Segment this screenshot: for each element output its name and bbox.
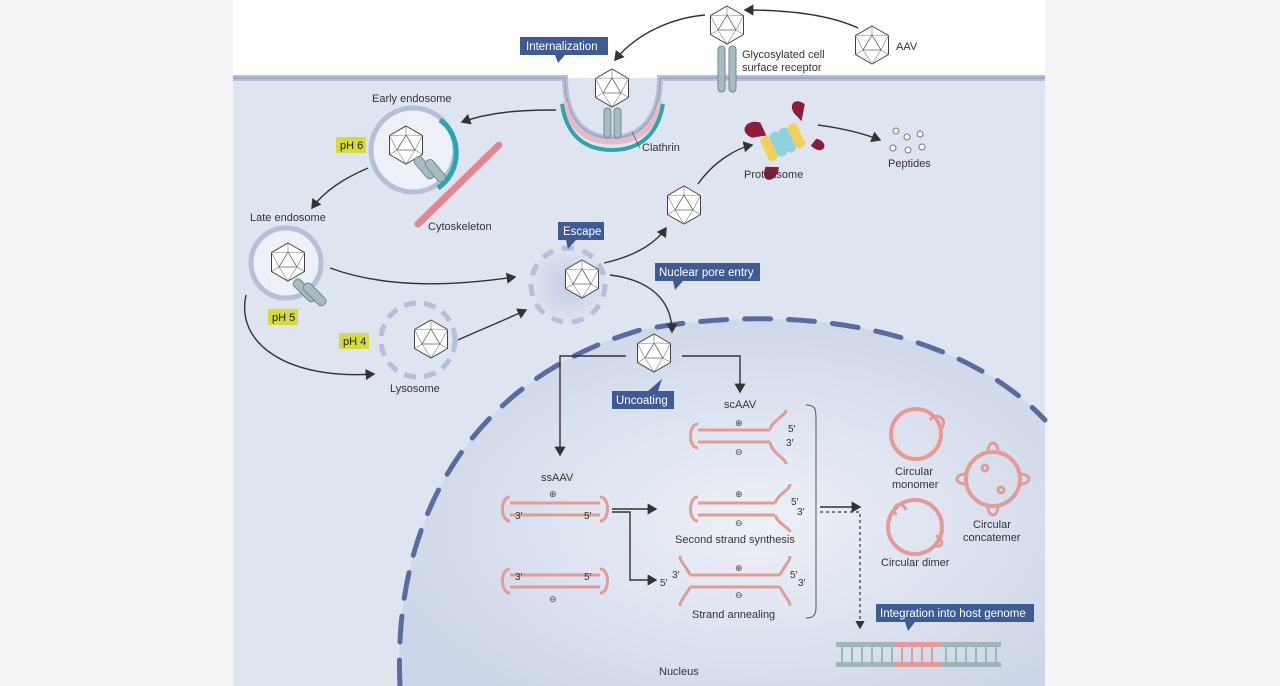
bracket xyxy=(805,404,817,619)
svg-text:5′: 5′ xyxy=(660,578,668,589)
ph6-tag-text: pH 6 xyxy=(340,140,363,152)
peptides-icon xyxy=(889,127,926,154)
second-strand-dna xyxy=(689,483,792,533)
clathrin-coat xyxy=(560,103,665,153)
uncoating-tag-text: Uncoating xyxy=(616,395,668,407)
host-genome-dna xyxy=(836,642,1001,667)
clathrin-label: Clathrin xyxy=(642,142,680,154)
ph4-tag xyxy=(339,333,369,349)
svg-text:3′: 3′ xyxy=(515,572,523,583)
circular-concatemer-label-line1: Circular xyxy=(973,519,1011,531)
svg-text:⊖: ⊖ xyxy=(549,595,557,605)
strand-annealing-label: Strand annealing xyxy=(692,609,775,621)
svg-text:5′: 5′ xyxy=(788,424,796,435)
svg-text:⊕: ⊕ xyxy=(549,490,557,500)
receptor-icon xyxy=(717,45,726,93)
proteasome-label: Proteasome xyxy=(744,169,803,181)
ph5-tag xyxy=(268,309,298,325)
second-strand-label: Second strand synthesis xyxy=(675,534,795,546)
escape-tag-text: Escape xyxy=(563,226,601,238)
ph6-tag xyxy=(336,137,366,153)
strand-annealing-dna xyxy=(678,555,792,607)
cytoskeleton-label: Cytoskeleton xyxy=(428,221,492,233)
svg-text:⊖: ⊖ xyxy=(735,591,743,601)
svg-text:5′: 5′ xyxy=(791,497,799,508)
svg-text:5′: 5′ xyxy=(584,511,592,522)
circular-dimer xyxy=(886,498,944,556)
circular-monomer-label-line2: monomer xyxy=(892,479,939,491)
circular-dimer-label: Circular dimer xyxy=(881,557,950,569)
early-endosome-label: Early endosome xyxy=(372,93,452,105)
internalization-tag-text: Internalization xyxy=(526,41,598,53)
peptides-label: Peptides xyxy=(888,158,931,170)
ssaav-label: ssAAV xyxy=(541,472,574,484)
uncoating-tag xyxy=(612,391,674,409)
svg-text:3′: 3′ xyxy=(797,507,805,518)
svg-text:5′: 5′ xyxy=(584,572,592,583)
svg-text:3′: 3′ xyxy=(798,578,806,589)
receptor-label-line2: surface receptor xyxy=(742,62,822,74)
svg-text:⊕: ⊕ xyxy=(735,490,743,500)
circular-monomer xyxy=(889,407,943,461)
circular-concatemer-label-line2: concatemer xyxy=(963,532,1021,544)
receptor-label-line1: Glycosylated cell xyxy=(742,49,825,61)
ssaav-minus-strand xyxy=(501,567,609,595)
svg-text:⊕: ⊕ xyxy=(735,419,743,429)
circular-concatemer xyxy=(964,450,1022,508)
cytoskeleton-filament xyxy=(414,140,504,228)
ssaav-plus-strand xyxy=(501,495,609,523)
late-endosome-label: Late endosome xyxy=(250,212,326,224)
nuclear-pore-tag xyxy=(655,263,760,281)
lysosome xyxy=(378,300,458,380)
scaav-hairpin xyxy=(689,409,788,465)
nuclear-pore-tag-text: Nuclear pore entry xyxy=(659,267,754,279)
integration-tag xyxy=(876,604,1034,622)
lysosome-label: Lysosome xyxy=(390,383,440,395)
ph5-tag-text: pH 5 xyxy=(272,312,295,324)
proteasome-icon xyxy=(744,101,825,180)
scaav-label: scAAV xyxy=(724,399,757,411)
ph4-tag-text: pH 4 xyxy=(343,336,366,348)
aav-label: AAV xyxy=(896,41,918,53)
circular-monomer-label-line1: Circular xyxy=(895,466,933,478)
svg-text:3′: 3′ xyxy=(672,570,680,581)
svg-text:⊕: ⊕ xyxy=(735,564,743,574)
svg-text:3′: 3′ xyxy=(515,511,523,522)
internalization-tag xyxy=(520,37,608,55)
svg-text:⊖: ⊖ xyxy=(735,519,743,529)
nuclear-envelope xyxy=(396,316,1048,686)
nucleus-label: Nucleus xyxy=(659,666,699,678)
svg-text:⊖: ⊖ xyxy=(735,448,743,458)
integration-tag-text: Integration into host genome xyxy=(880,608,1026,620)
escape-tag xyxy=(558,222,604,240)
svg-text:3′: 3′ xyxy=(786,438,794,449)
svg-text:5′: 5′ xyxy=(790,570,798,581)
